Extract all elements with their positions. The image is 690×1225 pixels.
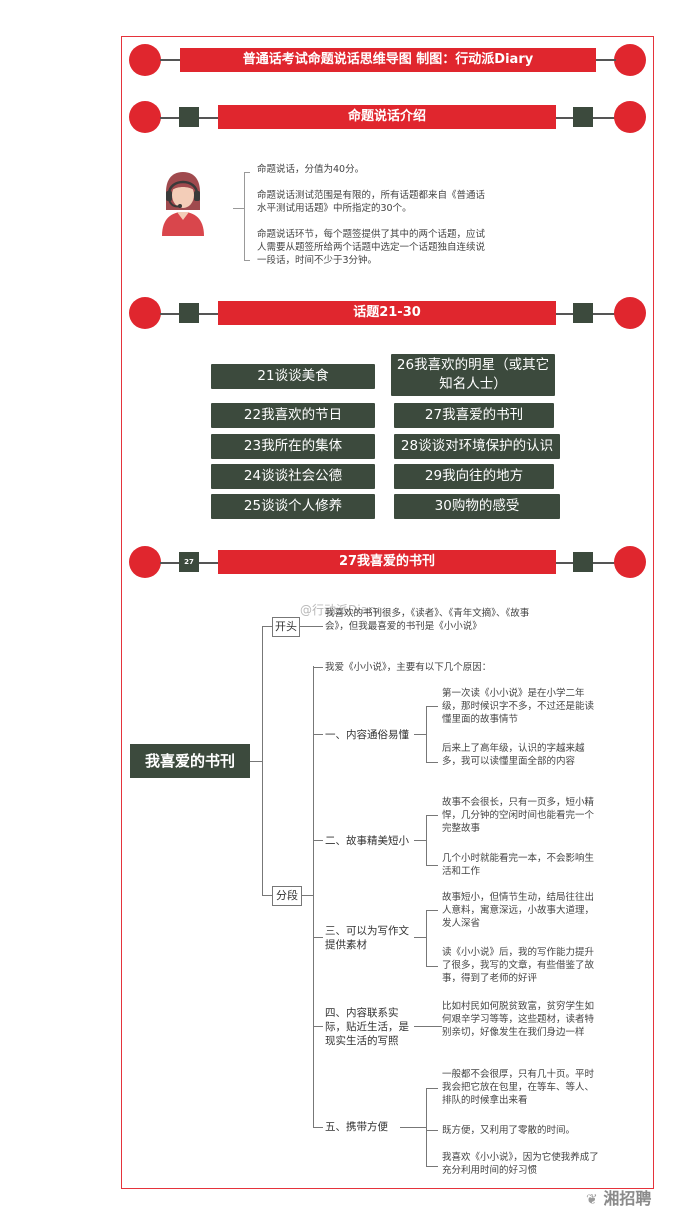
reason-detail: 故事短小，但情节生动，结局往往出人意料，寓意深远，小故事大道理，发人深省	[442, 892, 595, 929]
reasons-intro: 我爱《小小说》，主要有以下几个原因：	[325, 662, 492, 673]
intro-point: 命题说话环节，每个题签提供了其中的两个话题，应试人需要从题签所给两个话题中选定一…	[257, 229, 486, 266]
body-trunk-connector	[301, 895, 313, 896]
root-trunk	[262, 626, 263, 896]
reason-detail-connector	[414, 840, 426, 841]
reason-detail-trunk	[426, 706, 427, 762]
detail-connector	[426, 1088, 438, 1089]
topic-item: 29我向往的地方	[394, 464, 554, 489]
reason-detail-connector	[414, 937, 426, 938]
detail-connector	[426, 865, 438, 866]
detail-connector	[426, 1130, 438, 1131]
body-connector	[262, 895, 272, 896]
topics-right-square	[573, 303, 593, 323]
intro-brace	[244, 172, 245, 260]
reason-connector	[313, 1127, 323, 1128]
mindmap-left-circle	[129, 546, 161, 578]
opening-text-connector	[299, 626, 323, 627]
detail-connector	[426, 910, 438, 911]
reason-connector	[313, 840, 323, 841]
detail-connector	[426, 966, 438, 967]
header-right-connector	[596, 59, 616, 61]
reason-detail-connector	[414, 734, 426, 735]
watermark-top: @行动派Diary	[300, 603, 380, 617]
reason-label: 五、携带方便	[325, 1121, 388, 1133]
section-number-badge: 27	[179, 552, 199, 572]
reason-label: 二、故事精美短小	[325, 835, 409, 847]
opening-text: 我喜欢的书刊很多，《读者》、《青年文摘》、《故事会》，但我最喜爱的书刊是《小小说…	[325, 608, 530, 632]
detail-connector	[426, 1166, 438, 1167]
wechat-icon: ❦	[586, 1192, 598, 1208]
reason-label: 一、内容通俗易懂	[325, 729, 409, 741]
intro-left-square	[179, 107, 199, 127]
topic-item: 25谈谈个人修养	[211, 494, 375, 519]
intro-left-circle	[129, 101, 161, 133]
intro-right-square	[573, 107, 593, 127]
reason-detail: 后来上了高年级，认识的字越来越多，我可以读懂里面全部的内容	[442, 743, 585, 767]
reason-detail: 我喜欢《小小说》，因为它使我养成了充分利用时间的好习惯	[442, 1152, 599, 1176]
mindmap-root: 我喜爱的书刊	[130, 744, 250, 778]
reasons-intro-connector	[313, 667, 323, 668]
topics-left-square	[179, 303, 199, 323]
reason-detail-trunk	[426, 910, 427, 966]
mindmap-right-circle	[614, 546, 646, 578]
watermark-bottom: ❦ 湘招聘	[586, 1185, 651, 1209]
topic-item: 24谈谈社会公德	[211, 464, 375, 489]
reason-detail-trunk	[426, 1088, 427, 1166]
reason-label: 三、可以为写作文提供素材	[325, 925, 409, 951]
reason-detail: 第一次读《小小说》是在小学二年级，那时候识字不多，不过还是能读懂里面的故事情节	[442, 688, 595, 725]
reason-connector	[313, 937, 323, 938]
intro-right-circle	[614, 101, 646, 133]
reason-detail: 几个小时就能看完一本，不会影响生活和工作	[442, 853, 595, 877]
header-left-circle	[129, 44, 161, 76]
poster-frame	[121, 36, 654, 1189]
reason-detail: 一般都不会很厚，只有几十页。平时我会把它放在包里，在等车、等人、排队的时候拿出来…	[442, 1069, 595, 1106]
intro-point: 命题说话，分值为40分。	[257, 164, 365, 175]
topics-section-title: 话题21-30	[218, 301, 556, 325]
topic-item: 22我喜欢的节日	[211, 403, 375, 428]
topics-left-circle	[129, 297, 161, 329]
watermark-bottom-text: 湘招聘	[603, 1189, 652, 1208]
reason-label: 四、内容联系实际，贴近生活，是现实生活的写照	[325, 1007, 409, 1047]
mindmap-right-square	[573, 552, 593, 572]
reason-detail: 故事不会很长，只有一页多，短小精悍，几分钟的空闲时间也能看完一个完整故事	[442, 797, 595, 834]
topic-item: 23我所在的集体	[211, 434, 375, 459]
header-right-circle	[614, 44, 646, 76]
opening-node: 开头	[272, 617, 300, 637]
reason-detail: 既方便，又利用了零散的时间。	[442, 1125, 576, 1136]
topic-item: 21谈谈美食	[211, 364, 375, 389]
intro-brace-top	[244, 172, 250, 173]
intro-section-title: 命题说话介绍	[218, 105, 556, 129]
root-connector	[250, 761, 262, 762]
reason-detail: 比如村民如何脱贫致富，贫穷学生如何艰辛学习等等，这些题材，读者特别亲切，好像发生…	[442, 1001, 595, 1038]
intro-brace-stem	[233, 208, 245, 209]
reason-detail-connector	[414, 1026, 442, 1027]
body-trunk	[313, 666, 314, 1127]
reason-connector	[313, 734, 323, 735]
topics-right-circle	[614, 297, 646, 329]
poster-title: 普通话考试命题说话思维导图 制图：行动派Diary	[180, 48, 596, 72]
headset-person-icon	[158, 168, 208, 236]
header-left-connector	[160, 59, 180, 61]
opening-connector	[262, 626, 272, 627]
topic-item: 28谈谈对环境保护的认识	[394, 434, 560, 459]
intro-brace-bottom	[244, 260, 250, 261]
reason-detail-connector	[400, 1127, 426, 1128]
reason-connector	[313, 1026, 323, 1027]
detail-connector	[426, 762, 438, 763]
topic-item: 26我喜欢的明星（或其它知名人士）	[391, 354, 555, 396]
detail-connector	[426, 815, 438, 816]
reason-detail: 读《小小说》后，我的写作能力提升了很多，我写的文章，有些借鉴了故事，得到了老师的…	[442, 947, 595, 984]
intro-point: 命题说话测试范围是有限的，所有话题都来自《普通话水平测试用话题》中所指定的30个…	[257, 190, 486, 214]
topic-item: 30购物的感受	[394, 494, 560, 519]
detail-connector	[426, 706, 438, 707]
topic-item: 27我喜爱的书刊	[394, 403, 554, 428]
mindmap-section-title: 27我喜爱的书刊	[218, 550, 556, 574]
reason-detail-trunk	[426, 815, 427, 865]
body-node: 分段	[272, 886, 302, 906]
